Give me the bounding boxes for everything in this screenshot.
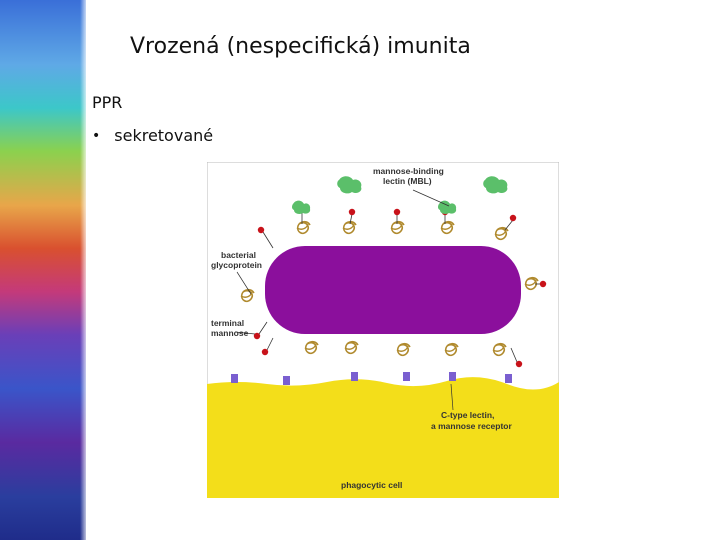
mbl-molecules bbox=[292, 176, 508, 214]
slide-subtitle: PPR bbox=[92, 93, 123, 112]
glyco-label-line2: glycoprotein bbox=[211, 260, 262, 270]
slide-title: Vrozená (nespecifická) imunita bbox=[130, 34, 471, 59]
terminal-label-line1: terminal bbox=[211, 318, 244, 328]
mbl-label-line1: mannose-binding bbox=[373, 166, 444, 176]
mbl-diagram: mannose-binding lectin (MBL) bacterial g… bbox=[207, 162, 559, 498]
bacterium bbox=[265, 246, 521, 334]
bullet-icon: • bbox=[92, 127, 101, 144]
mbl-label-line2: lectin (MBL) bbox=[383, 176, 432, 186]
label-leaders bbox=[234, 189, 454, 411]
glyco-label-line1: bacterial bbox=[221, 250, 256, 260]
bullet-text: sekretované bbox=[114, 126, 214, 145]
phagocytic-cell bbox=[207, 377, 559, 498]
mannose-receptors bbox=[231, 372, 512, 385]
decorative-side-strip bbox=[0, 0, 86, 540]
ctype-label-line2: a mannose receptor bbox=[431, 421, 512, 431]
bullet-item: • sekretované bbox=[92, 126, 213, 145]
ctype-label-line1: C-type lectin, bbox=[441, 410, 494, 420]
phagocytic-label: phagocytic cell bbox=[341, 480, 402, 490]
terminal-label-line2: mannose bbox=[211, 328, 249, 338]
